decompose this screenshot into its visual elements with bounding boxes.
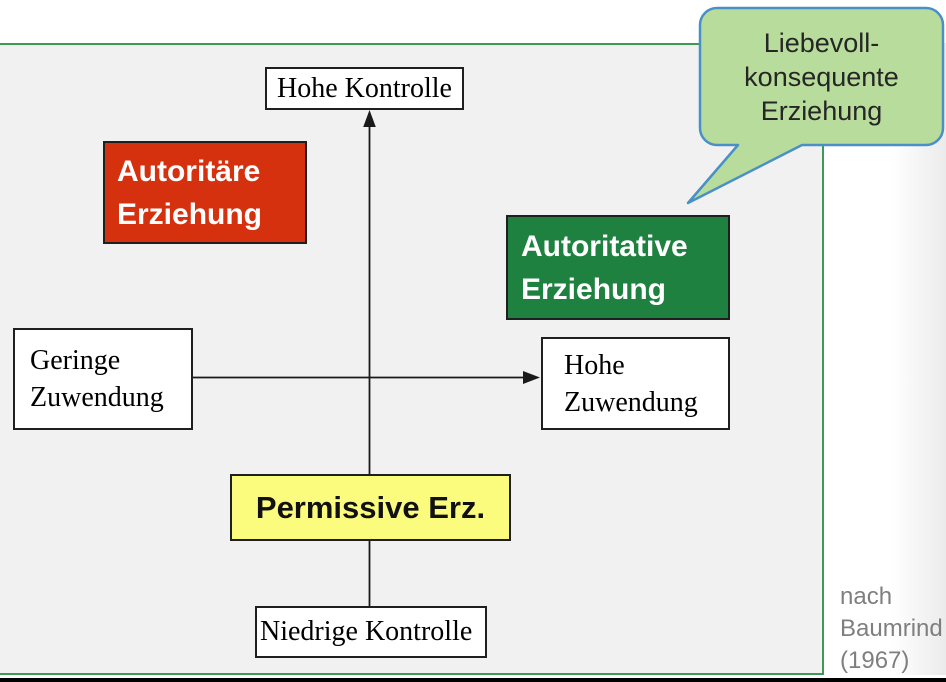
- axis-label-low-control-text: Niedrige Kontrolle: [260, 616, 473, 647]
- axis-label-high-control: Hohe Kontrolle: [265, 67, 464, 110]
- axis-label-high-affection: Hohe Zuwendung: [541, 337, 730, 430]
- callout-bubble: [686, 6, 945, 205]
- right-arrowhead-icon: [523, 371, 540, 384]
- style-box-authoritative-label: Autoritative Erziehung: [521, 229, 688, 306]
- axis-label-high-control-text: Hohe Kontrolle: [277, 72, 452, 104]
- axis-label-low-affection-text: Geringe Zuwendung: [30, 345, 164, 413]
- style-box-permissive-label: Permissive Erz.: [255, 489, 486, 525]
- axis-label-high-affection-text: Hohe Zuwendung: [564, 349, 698, 418]
- callout-label: Liebevoll- konsequente Erziehung: [700, 8, 943, 145]
- callout-bubble-shape: [686, 6, 945, 205]
- source-citation-text: nach Baumrind (1967): [840, 583, 943, 674]
- style-box-permissive: Permissive Erz.: [230, 474, 511, 541]
- style-box-authoritative: Autoritative Erziehung: [506, 215, 730, 320]
- bottom-bar: [0, 678, 946, 682]
- up-arrowhead-icon: [363, 110, 376, 127]
- style-box-authoritarian: Autoritäre Erziehung: [103, 141, 307, 244]
- axis-label-low-control: Niedrige Kontrolle: [255, 606, 487, 658]
- callout-label-text: Liebevoll- konsequente Erziehung: [744, 27, 899, 126]
- source-citation: nach Baumrind (1967): [840, 581, 946, 679]
- style-box-authoritarian-label: Autoritäre Erziehung: [117, 154, 263, 231]
- axis-label-low-affection: Geringe Zuwendung: [13, 328, 193, 430]
- right-margin: [824, 43, 946, 675]
